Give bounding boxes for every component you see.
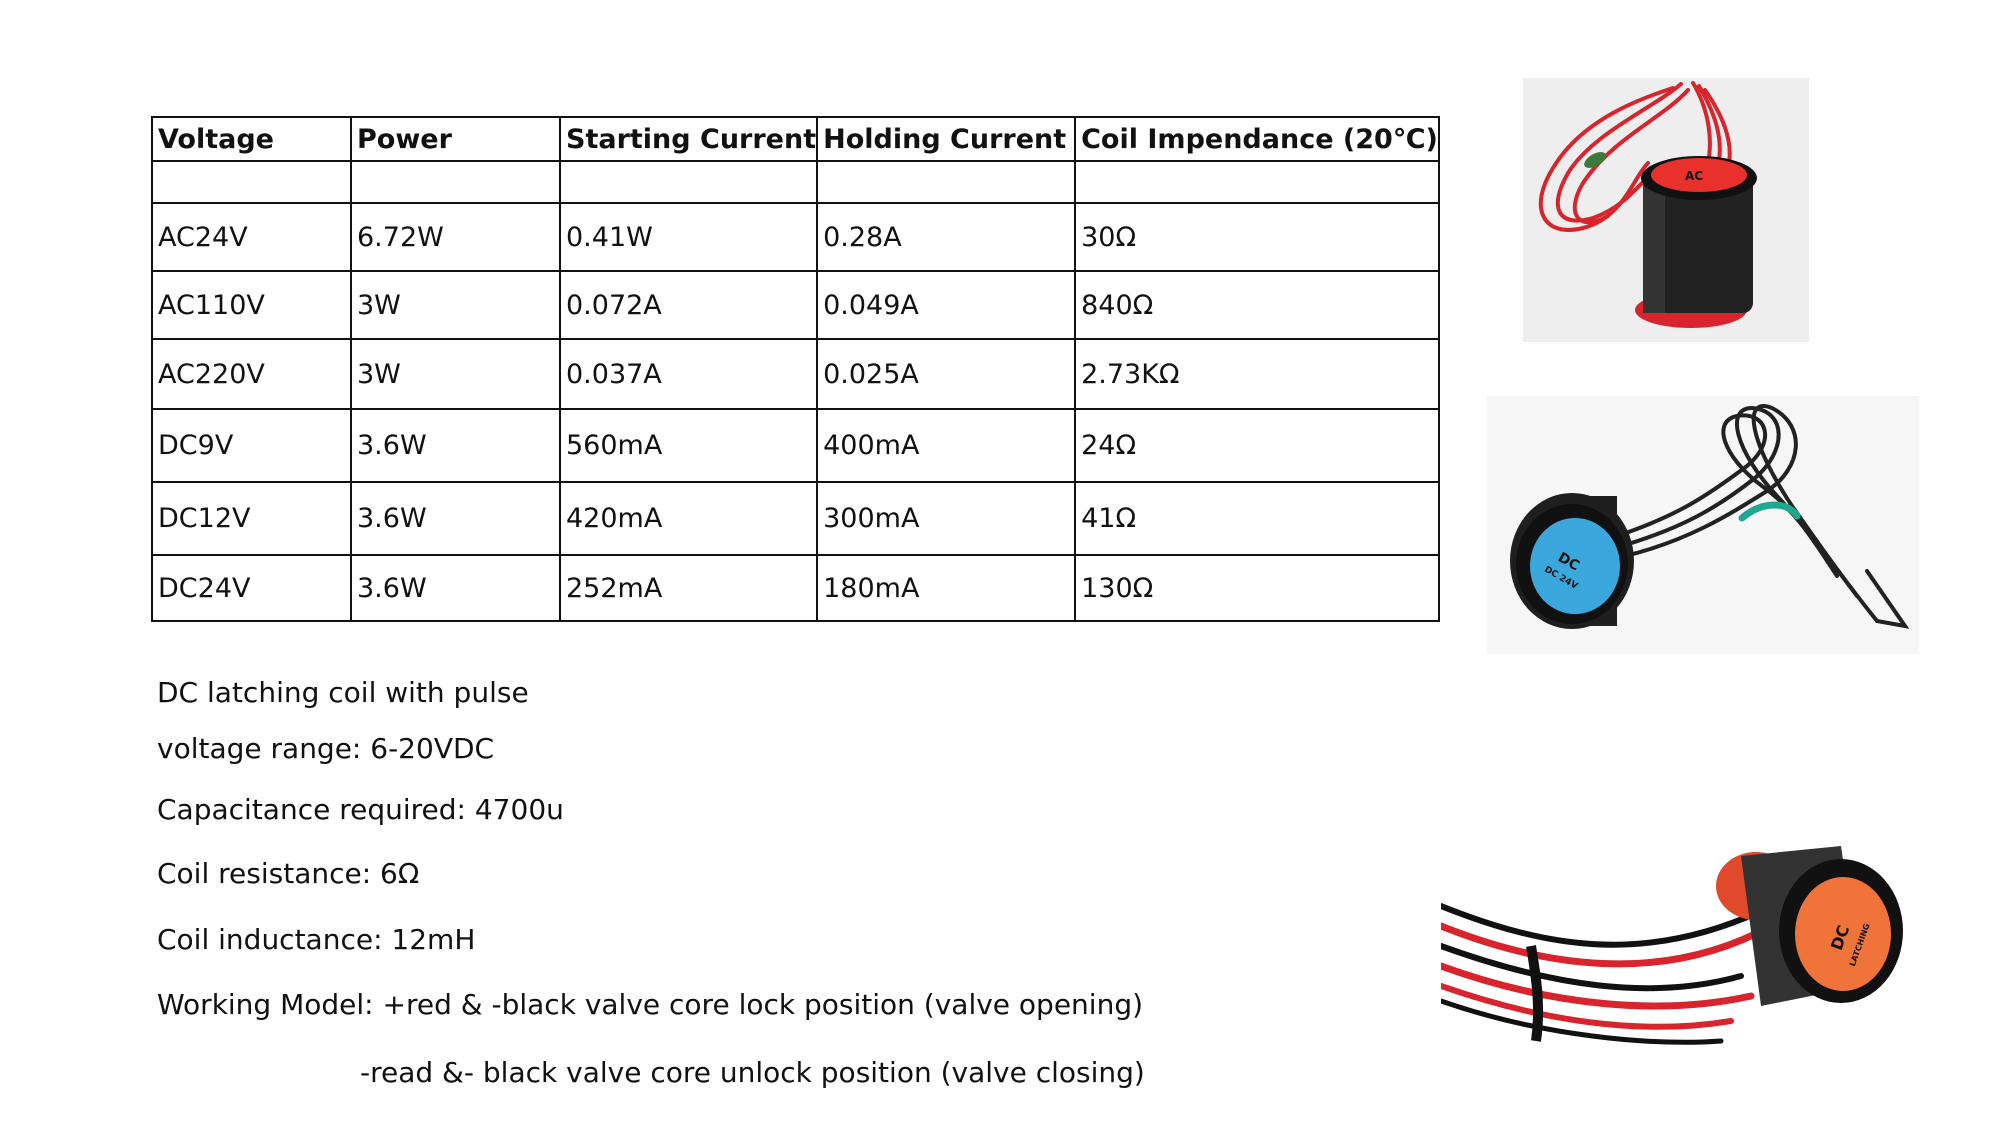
table-cell: DC24V — [151, 554, 352, 622]
table-cell: AC220V — [151, 338, 352, 410]
dc-cap-icon — [1516, 504, 1628, 624]
table-row: DC24V 3.6W 252mA 180mA 130Ω — [151, 554, 1440, 622]
table-cell: 400mA — [816, 408, 1077, 483]
table-cell: 420mA — [558, 481, 819, 556]
note-voltage-range: voltage range: 6-20VDC — [157, 732, 495, 765]
dc-latching-coil-photo: DC LATCHING — [1441, 836, 1919, 1054]
header-coil-impedance: Coil Impendance (20℃) — [1074, 116, 1440, 162]
table-cell: 252mA — [558, 554, 819, 622]
table-cell — [816, 160, 1077, 204]
table-cell: 3.6W — [350, 554, 561, 622]
note-resistance: Coil resistance: 6Ω — [157, 857, 420, 890]
note-working-model: Working Model: +red & -black valve core … — [157, 988, 1144, 1021]
cable-tie-icon — [1584, 152, 1606, 168]
table-cell — [558, 160, 819, 204]
spec-table: Voltage Power Starting Current Holding C… — [151, 116, 1440, 622]
cable-tie-icon — [1738, 501, 1801, 522]
table-cell: 3W — [350, 270, 561, 340]
table-row: AC110V 3W 0.072A 0.049A 840Ω — [151, 270, 1440, 340]
ac-coil-photo: AC — [1523, 78, 1809, 342]
table-row: AC220V 3W 0.037A 0.025A 2.73KΩ — [151, 338, 1440, 410]
table-cell — [1074, 160, 1440, 204]
header-power: Power — [350, 116, 561, 162]
table-cell: AC110V — [151, 270, 352, 340]
table-cell: 0.41W — [558, 202, 819, 272]
table-cell: 24Ω — [1074, 408, 1440, 483]
header-holding-current: Holding Current — [816, 116, 1077, 162]
table-cell: 6.72W — [350, 202, 561, 272]
table-cell: 0.049A — [816, 270, 1077, 340]
table-cell: 30Ω — [1074, 202, 1440, 272]
table-cell: 3.6W — [350, 481, 561, 556]
table-cell: 41Ω — [1074, 481, 1440, 556]
table-cell: 2.73KΩ — [1074, 338, 1440, 410]
table-row: DC9V 3.6W 560mA 400mA 24Ω — [151, 408, 1440, 483]
table-cell: 560mA — [558, 408, 819, 483]
table-row: AC24V 6.72W 0.41W 0.28A 30Ω — [151, 202, 1440, 272]
table-cell: 300mA — [816, 481, 1077, 556]
table-cell: 0.025A — [816, 338, 1077, 410]
table-cell: 130Ω — [1074, 554, 1440, 622]
note-capacitance: Capacitance required: 4700u — [157, 793, 564, 826]
table-cell: 3W — [350, 338, 561, 410]
note-inductance: Coil inductance: 12mH — [157, 923, 476, 956]
table-cell: 0.037A — [558, 338, 819, 410]
table-header-row: Voltage Power Starting Current Holding C… — [151, 116, 1440, 162]
note-latching: DC latching coil with pulse — [157, 676, 529, 709]
header-voltage: Voltage — [151, 116, 352, 162]
ac-cap-icon — [1641, 156, 1757, 200]
table-blank-row — [151, 160, 1440, 204]
dc-coil-photo: DC DC 24V — [1487, 396, 1919, 654]
table-cell: AC24V — [151, 202, 352, 272]
table-cell: 0.072A — [558, 270, 819, 340]
table-cell: 3.6W — [350, 408, 561, 483]
table-cell — [350, 160, 561, 204]
header-starting-current: Starting Current — [558, 116, 819, 162]
table-cell: DC9V — [151, 408, 352, 483]
table-cell: 0.28A — [816, 202, 1077, 272]
ac-cap-label: AC — [1685, 169, 1703, 183]
table-cell — [151, 160, 352, 204]
table-cell: DC12V — [151, 481, 352, 556]
table-cell: 180mA — [816, 554, 1077, 622]
dc-latching-cap-icon — [1779, 859, 1903, 1003]
table-cell: 840Ω — [1074, 270, 1440, 340]
note-working-model-2: -read &- black valve core unlock positio… — [360, 1056, 1145, 1089]
cable-tie-icon — [1526, 945, 1544, 1042]
table-row: DC12V 3.6W 420mA 300mA 41Ω — [151, 481, 1440, 556]
